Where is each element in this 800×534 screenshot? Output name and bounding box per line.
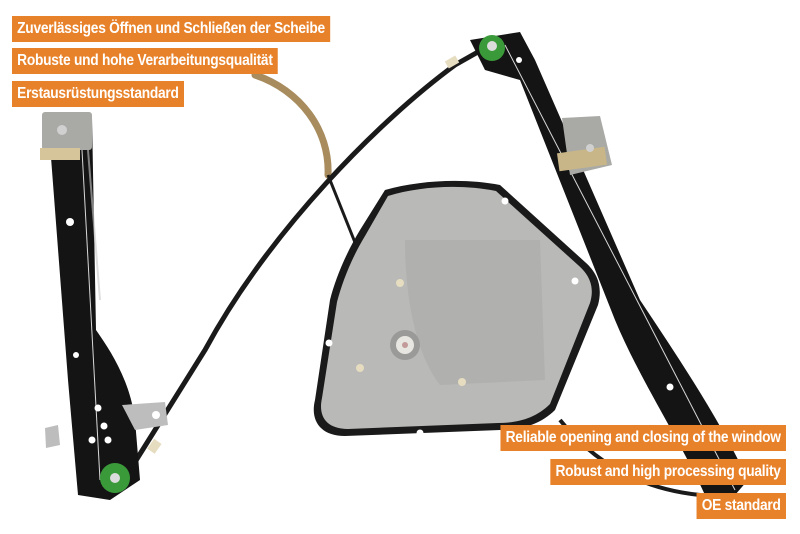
cable-sheath	[251, 71, 332, 179]
feature-badge-en-oe: OE standard	[696, 493, 786, 519]
motor-mount-plate	[313, 180, 600, 437]
cable	[127, 45, 487, 472]
feature-badge-en-reliable: Reliable opening and closing of the wind…	[500, 425, 786, 451]
feature-badge-de-quality: Robuste und hohe Verarbeitungsqualität	[12, 48, 278, 74]
feature-badge-de-oe: Erstausrüstungsstandard	[12, 81, 184, 107]
feature-badge-en-quality: Robust and high processing quality	[550, 459, 786, 485]
left-guide-rail	[40, 112, 168, 500]
feature-badge-de-reliable: Zuverlässiges Öffnen und Schließen der S…	[12, 16, 331, 42]
right-guide-rail	[470, 32, 748, 495]
